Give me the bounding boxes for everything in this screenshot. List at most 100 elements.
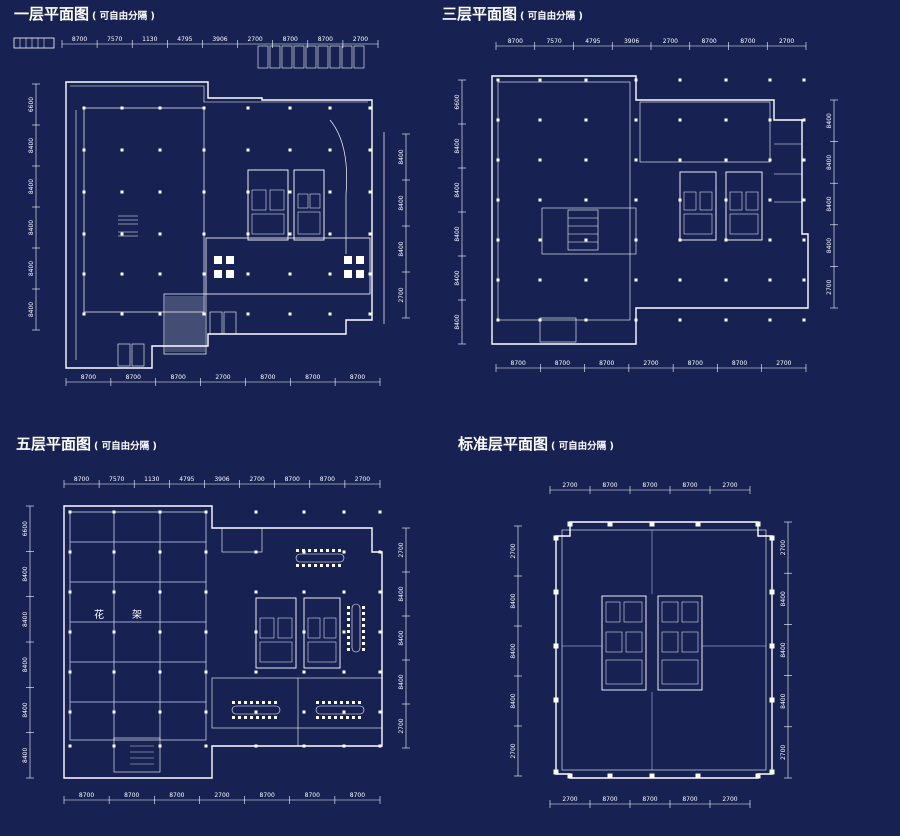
floor3-column bbox=[538, 118, 542, 122]
floor3-right-dim-label: 8400 bbox=[826, 155, 833, 170]
chair bbox=[347, 630, 350, 633]
floor5-column bbox=[158, 744, 162, 748]
standard-top-dim-label: 8700 bbox=[642, 482, 657, 489]
floor3-column bbox=[584, 318, 588, 322]
floor5-column bbox=[68, 590, 72, 594]
floor1-column bbox=[246, 232, 250, 236]
floor5-column bbox=[378, 510, 382, 514]
chair bbox=[346, 701, 349, 704]
floor5-column bbox=[204, 710, 208, 714]
floor1-column bbox=[158, 148, 162, 152]
floor3-right-dim-label: 8400 bbox=[826, 196, 833, 211]
floor3-column bbox=[802, 198, 806, 202]
floor1-column bbox=[202, 106, 206, 110]
floor1-bottom-dim-label: 2700 bbox=[215, 374, 230, 381]
standard-top-dim-label: 8700 bbox=[682, 482, 697, 489]
chair bbox=[238, 716, 241, 719]
floor1-column bbox=[368, 106, 372, 110]
floor1-column bbox=[246, 272, 250, 276]
floor5-column bbox=[158, 630, 162, 634]
floor1-column bbox=[120, 312, 124, 316]
floor5-bottom-dim-label: 8700 bbox=[124, 792, 139, 799]
floor1-top-dim-label: 3906 bbox=[212, 36, 227, 43]
floor5-top-dim-label: 7570 bbox=[109, 476, 124, 483]
floor1-column bbox=[368, 232, 372, 236]
chair bbox=[302, 564, 305, 567]
floor5-column bbox=[342, 630, 346, 634]
floor5-column bbox=[254, 590, 258, 594]
chair bbox=[340, 716, 343, 719]
standard-left-dim-label: 2700 bbox=[510, 743, 517, 758]
chair bbox=[328, 716, 331, 719]
floor1-top-dim-label: 2700 bbox=[353, 36, 368, 43]
floor3-right-dim-label: 8400 bbox=[826, 238, 833, 253]
standard-column bbox=[567, 773, 573, 779]
standard-right-dim-label: 8400 bbox=[780, 591, 787, 606]
standard-right-dim-label: 8400 bbox=[780, 642, 787, 657]
floor5-left-dim-label: 8400 bbox=[22, 748, 29, 763]
floor3-column bbox=[678, 238, 682, 242]
chair bbox=[274, 716, 277, 719]
floor1-left-dim-label: 8400 bbox=[28, 302, 35, 317]
standard-column bbox=[695, 521, 701, 527]
chair bbox=[308, 564, 311, 567]
floor3-top-dim-label: 4795 bbox=[585, 38, 600, 45]
floor5-column bbox=[204, 550, 208, 554]
floor3-bottom-dim-label: 8700 bbox=[732, 360, 747, 367]
floor5-column bbox=[112, 630, 116, 634]
floor1-top-dim-label: 4795 bbox=[177, 36, 192, 43]
chair bbox=[326, 564, 329, 567]
floor1-column bbox=[246, 148, 250, 152]
floor5-left-dim-label: 8400 bbox=[22, 657, 29, 672]
chair bbox=[347, 624, 350, 627]
floor1-column bbox=[288, 232, 292, 236]
floor1-column bbox=[120, 272, 124, 276]
floor5-column bbox=[378, 744, 382, 748]
standard-right-dim-label: 2700 bbox=[780, 540, 787, 555]
floor1-column bbox=[328, 312, 332, 316]
floor3-left-dim-label: 8400 bbox=[454, 138, 461, 153]
standard-bottom-dim-label: 2700 bbox=[722, 796, 737, 803]
chair bbox=[244, 716, 247, 719]
parking-space bbox=[353, 45, 365, 69]
floor5-column bbox=[112, 744, 116, 748]
floor5-column bbox=[204, 744, 208, 748]
floor3-column bbox=[496, 198, 500, 202]
floor5-right-dim-label: 8400 bbox=[398, 630, 405, 645]
floor3-column bbox=[538, 78, 542, 82]
floor3-column bbox=[634, 238, 638, 242]
chair bbox=[328, 701, 331, 704]
parking-space bbox=[281, 45, 293, 69]
chair bbox=[362, 612, 365, 615]
chair bbox=[250, 701, 253, 704]
floor1-bottom-dim-label: 8700 bbox=[260, 374, 275, 381]
parking-space bbox=[293, 45, 305, 69]
floor1-column bbox=[368, 148, 372, 152]
floor3-top-dim-label: 7570 bbox=[546, 38, 561, 45]
floor1-left-dim-label: 8400 bbox=[28, 138, 35, 153]
floor5-column bbox=[68, 710, 72, 714]
floor5-right-dim-label: 8400 bbox=[398, 586, 405, 601]
floor5-column bbox=[254, 744, 258, 748]
floor5-column bbox=[302, 744, 306, 748]
chair bbox=[322, 701, 325, 704]
floor3-column bbox=[768, 118, 772, 122]
floor5-column bbox=[158, 550, 162, 554]
floor3-column bbox=[768, 318, 772, 322]
floor5-column bbox=[204, 630, 208, 634]
floor3-column bbox=[802, 78, 806, 82]
floor5-column bbox=[112, 590, 116, 594]
floor5-column bbox=[158, 670, 162, 674]
floor3-column bbox=[724, 198, 728, 202]
standard-column bbox=[649, 773, 655, 779]
floor5-column bbox=[342, 744, 346, 748]
standard-column bbox=[649, 521, 655, 527]
floor1-bottom-dim-label: 8700 bbox=[126, 374, 141, 381]
floor1-column bbox=[288, 272, 292, 276]
chair bbox=[362, 648, 365, 651]
floor5-column bbox=[342, 670, 346, 674]
floor1-column bbox=[158, 232, 162, 236]
floor1-column bbox=[246, 312, 250, 316]
floor3-title: 三层平面图( 可自由分隔 ) bbox=[442, 3, 583, 24]
floor3-column bbox=[768, 278, 772, 282]
